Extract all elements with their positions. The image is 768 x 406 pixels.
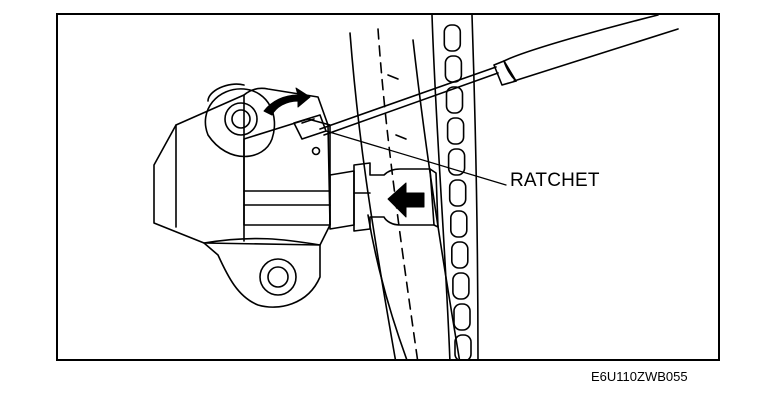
- chain-link: [449, 210, 468, 238]
- chain-link: [452, 272, 470, 300]
- upper-mount-boss: [204, 88, 276, 158]
- chain-link: [445, 86, 464, 114]
- chain-link: [446, 117, 465, 145]
- tensioner-illustration: [153, 15, 679, 359]
- chain-link: [444, 55, 463, 83]
- tensioner-body: [243, 114, 331, 226]
- callout-leader-line: [325, 130, 507, 186]
- chain-link: [453, 303, 471, 331]
- chain-link: [447, 148, 466, 176]
- screwdriver: [319, 15, 679, 136]
- chain-guide: [349, 28, 461, 359]
- chain-inner-edge: [431, 15, 451, 359]
- chain-link: [450, 241, 469, 269]
- tensioner-bracket: [153, 83, 331, 308]
- illustration-frame: RATCHET: [56, 13, 720, 361]
- arrow-left-icon: [387, 182, 425, 218]
- timing-chain: [431, 15, 479, 359]
- figure-code: E6U110ZWB055: [591, 369, 688, 384]
- chain-link: [454, 334, 472, 359]
- chain-link: [443, 24, 462, 52]
- chain-outer-edge: [471, 15, 479, 359]
- curved-arrow-icon: [263, 87, 311, 116]
- ratchet-label: RATCHET: [510, 170, 600, 191]
- chain-link: [448, 179, 467, 207]
- tensioner-plunger: [329, 162, 439, 232]
